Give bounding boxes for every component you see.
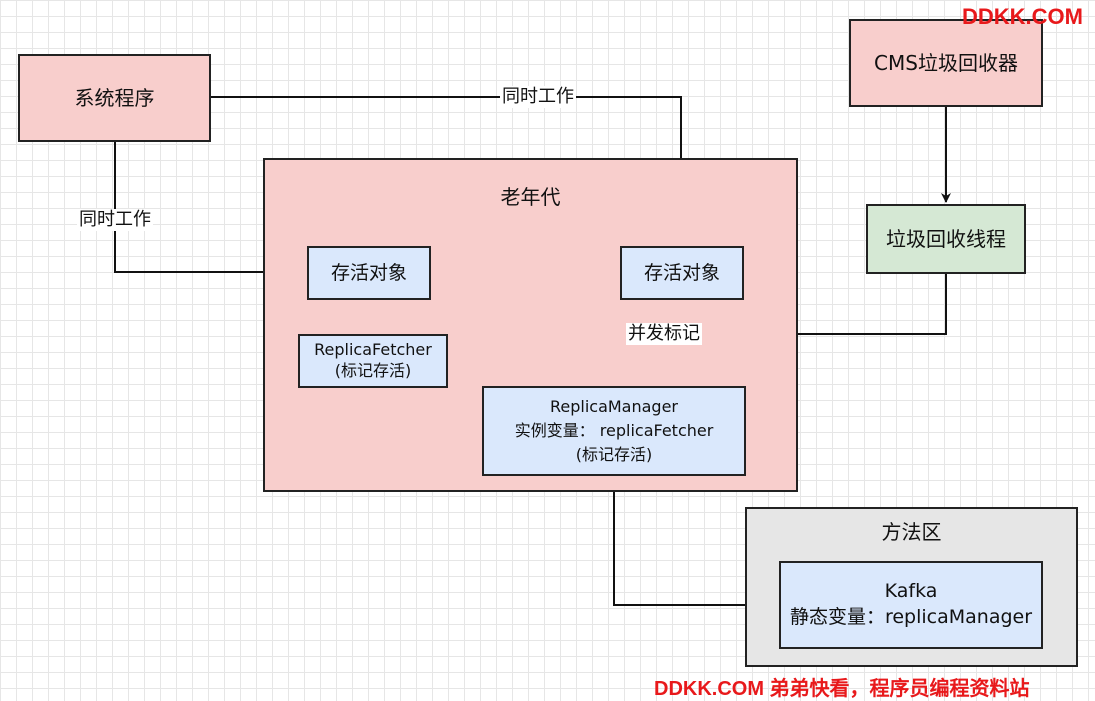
edge-kafka-to-manager bbox=[609, 475, 779, 606]
kafka-name: Kafka bbox=[884, 580, 938, 603]
replica-fetcher-node: ReplicaFetcher (标记存活) bbox=[298, 334, 448, 388]
live-object-left-node: 存活对象 bbox=[307, 246, 431, 300]
gc-thread-label: 垃圾回收线程 bbox=[886, 227, 1006, 251]
kafka-field: 静态变量：replicaManager bbox=[789, 606, 1033, 628]
edge-label-system-to-right-object: 同时工作 bbox=[500, 86, 576, 108]
live-object-right-label: 存活对象 bbox=[643, 261, 720, 284]
cms-collector-node: CMS垃圾回收器 bbox=[849, 19, 1043, 107]
replica-manager-name: ReplicaManager bbox=[549, 397, 679, 416]
replica-manager-note: (标记存活) bbox=[575, 445, 653, 464]
kafka-node: Kafka 静态变量：replicaManager bbox=[779, 561, 1043, 649]
old-generation-title: 老年代 bbox=[500, 185, 561, 209]
replica-manager-node: ReplicaManager 实例变量： replicaFetcher (标记存… bbox=[482, 386, 746, 476]
method-area-title: 方法区 bbox=[881, 520, 942, 544]
gc-thread-node: 垃圾回收线程 bbox=[866, 204, 1026, 274]
replica-fetcher-note: (标记存活) bbox=[334, 361, 412, 380]
system-program-node: 系统程序 bbox=[18, 54, 211, 142]
edge-label-gc-to-fetcher: 并发标记 bbox=[626, 323, 702, 345]
watermark-bottom: DDKK.COM 弟弟快看，程序员编程资料站 bbox=[654, 678, 1030, 700]
live-object-right-node: 存活对象 bbox=[620, 246, 744, 300]
cms-collector-label: CMS垃圾回收器 bbox=[874, 51, 1018, 75]
replica-fetcher-name: ReplicaFetcher bbox=[314, 340, 432, 360]
edge-system-to-left-object bbox=[114, 142, 306, 277]
edge-label-system-to-left-object: 同时工作 bbox=[77, 209, 153, 231]
system-program-label: 系统程序 bbox=[74, 86, 155, 110]
live-object-left-label: 存活对象 bbox=[330, 261, 407, 284]
watermark-top: DDKK.COM bbox=[962, 4, 1083, 29]
replica-manager-field: 实例变量： replicaFetcher bbox=[514, 421, 714, 440]
